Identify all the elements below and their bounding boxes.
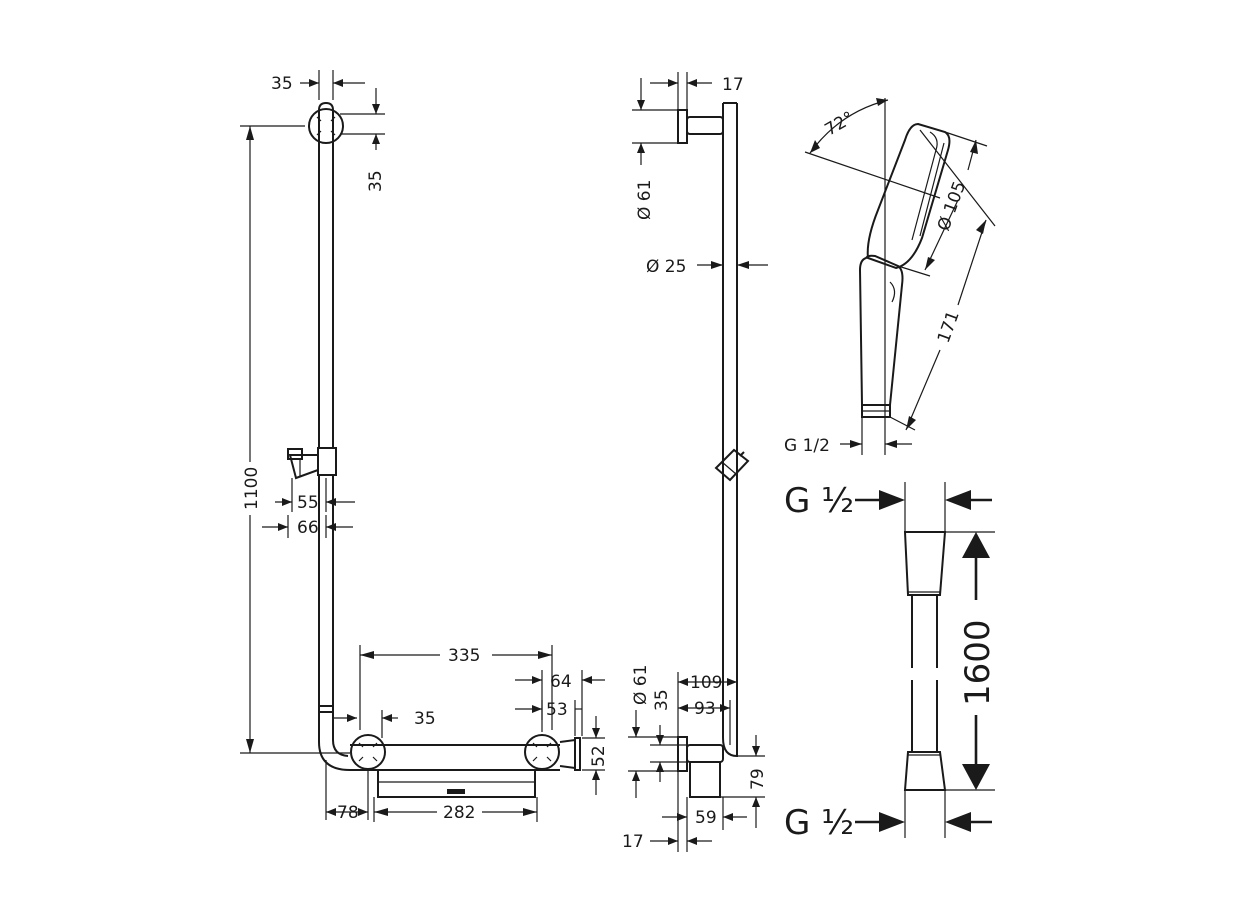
- dim-holder-55-label: 55: [297, 493, 319, 513]
- dim-tray-span-label: 335: [448, 646, 480, 666]
- dim-53-label: 53: [546, 700, 568, 720]
- dim-holder-66-label: 66: [297, 518, 319, 538]
- dim-side-rose-top: Ø 61: [632, 78, 678, 220]
- hose-bottom-thread-label: G ½: [784, 803, 854, 843]
- dim-hose-length-label: 1600: [958, 619, 998, 706]
- rail-tube: [318, 101, 351, 771]
- shower-holder: [287, 447, 337, 480]
- dim-side-bottom-17: 17: [622, 771, 712, 852]
- dim-shower-length: 171: [889, 129, 996, 431]
- dim-side-79: 79: [720, 735, 768, 828]
- top-wall-rose: [308, 108, 344, 144]
- dim-side-79-label: 79: [748, 768, 768, 790]
- dim-hose-bottom-thread: G ½: [784, 790, 992, 843]
- dim-side-35: 35: [650, 689, 687, 782]
- dim-side-bottom-17-label: 17: [622, 832, 644, 852]
- dim-side-35-label: 35: [652, 689, 672, 711]
- side-top-bracket: [677, 109, 724, 144]
- dim-78-label: 78: [337, 803, 359, 823]
- dim-side-tube-label: Ø 25: [646, 257, 686, 277]
- dim-side-top-17-label: 17: [722, 75, 744, 95]
- dim-tray-width: 282: [373, 797, 538, 823]
- dim-thread: G 1/2: [784, 417, 912, 456]
- hose-body: [903, 531, 947, 791]
- dim-side-rose-bottom: Ø 61: [628, 665, 678, 798]
- dim-side-tube: Ø 25: [646, 257, 768, 277]
- dim-tray-width-label: 282: [443, 803, 475, 823]
- dim-angle-label: 72°: [822, 108, 858, 140]
- rail-front-view: 35 35 1100 55: [240, 70, 609, 823]
- dim-78: 78: [325, 760, 369, 823]
- dim-holder-66: 66: [262, 515, 353, 538]
- dim-holder-55: 55: [275, 478, 355, 513]
- dim-53: 53: [515, 700, 582, 736]
- dim-52: 52: [582, 716, 609, 795]
- shelf-tray: [377, 770, 536, 798]
- dim-64-label: 64: [550, 672, 572, 692]
- dim-side-109: 109: [677, 672, 738, 737]
- dim-side-59: 59: [662, 797, 747, 830]
- dim-side-59-label: 59: [695, 808, 717, 828]
- dim-hose-length: 1600: [945, 531, 998, 791]
- dim-height: 1100: [240, 125, 350, 754]
- dim-side-rose-bottom-label: Ø 61: [631, 665, 651, 705]
- dim-top-offset-label: 35: [366, 170, 386, 192]
- dim-side-rose-top-label: Ø 61: [635, 180, 655, 220]
- dim-side-93: 93: [678, 699, 731, 745]
- shower-hose: G ½ 1600 G ½: [784, 481, 998, 843]
- hose-top-thread-label: G ½: [784, 481, 854, 521]
- dim-hose-top-thread: G ½: [784, 481, 992, 532]
- dim-head-diameter: Ø 105: [897, 131, 988, 277]
- dim-bend-35: 35: [333, 709, 436, 738]
- dim-side-top-17: 17: [650, 72, 744, 117]
- dim-tray-span: 335: [359, 645, 553, 730]
- side-rail-tube: [722, 102, 738, 758]
- dim-bend-35-label: 35: [414, 709, 436, 729]
- dim-side-93-label: 93: [694, 699, 716, 719]
- hand-shower: 72° Ø 105 171 G 1/2: [784, 98, 996, 456]
- dim-top-offset: 35: [340, 88, 386, 192]
- dim-top-width: 35: [271, 70, 365, 100]
- rail-side-view: 17 Ø 61 Ø 25 Ø 61: [622, 72, 768, 852]
- side-shower-holder: [714, 448, 750, 482]
- dim-side-109-label: 109: [690, 673, 722, 693]
- horizontal-grab-bar: [350, 734, 581, 771]
- hand-shower-body: [858, 122, 951, 418]
- side-bottom-bracket: [677, 736, 724, 798]
- dim-thread-label: G 1/2: [784, 436, 830, 456]
- dim-angle: 72°: [804, 98, 941, 455]
- dim-shower-length-label: 171: [934, 308, 964, 345]
- dim-height-label: 1100: [242, 467, 262, 510]
- dim-52-label: 52: [589, 745, 609, 767]
- dim-top-width-label: 35: [271, 74, 293, 94]
- dim-64: 64: [515, 670, 605, 736]
